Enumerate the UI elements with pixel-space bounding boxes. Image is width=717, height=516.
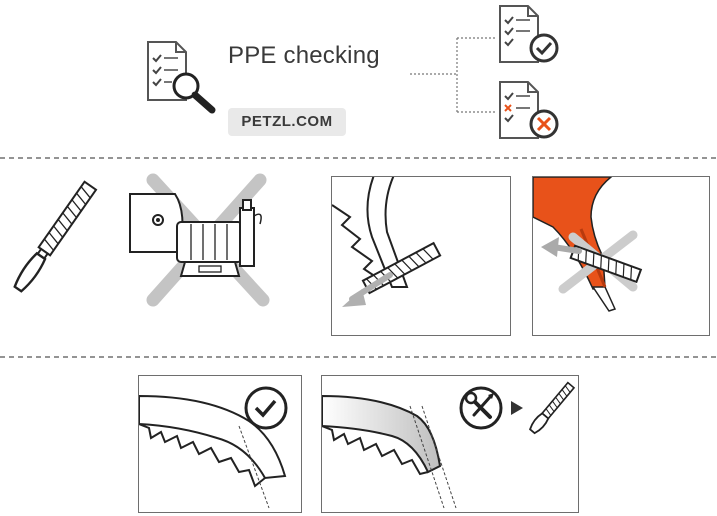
checklist-magnifier-icon <box>140 38 222 114</box>
page-title: PPE checking <box>228 42 380 69</box>
bench-grinder-icon <box>125 172 275 307</box>
section-divider <box>0 356 717 358</box>
brand-badge[interactable]: PETZL.COM <box>228 108 346 136</box>
blade-ok-panel <box>138 375 302 513</box>
filing-wrong-panel <box>532 176 710 336</box>
result-connector <box>410 37 497 113</box>
checklist-reject-icon <box>494 80 566 144</box>
file-icon <box>8 172 98 307</box>
file-icon <box>526 378 576 440</box>
arrow-right-icon <box>510 400 524 416</box>
checklist-ok-icon <box>494 4 566 68</box>
section-divider <box>0 157 717 159</box>
filing-correct-panel <box>331 176 511 336</box>
tools-icon <box>458 385 504 431</box>
blade-resharpen-panel <box>321 375 579 513</box>
